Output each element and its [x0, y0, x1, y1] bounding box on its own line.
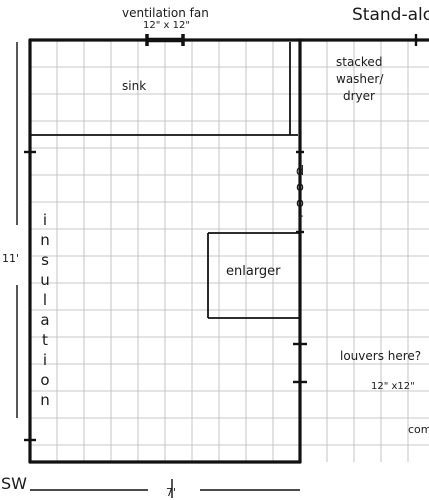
label-letter: r — [297, 212, 303, 227]
ventilation-fan-opening — [145, 34, 185, 46]
graph-paper-grid — [29, 39, 429, 462]
label-letter: l — [43, 291, 47, 309]
label-letter: u — [40, 271, 50, 289]
height-dimension-label: 11' — [2, 252, 19, 265]
label-letter: d — [296, 164, 304, 179]
fan-size-label: 12" x 12" — [143, 20, 190, 31]
label-letter: n — [40, 391, 50, 409]
sink-counter — [30, 42, 298, 136]
louvers-size-label: 12" x12" — [371, 381, 415, 392]
label-letter: o — [296, 196, 304, 211]
width-dimension-line — [30, 479, 300, 498]
title-label: Stand-alo — [352, 5, 429, 25]
label-letter: n — [40, 231, 50, 249]
partial-label: com — [408, 423, 429, 436]
enlarger-label: enlarger — [226, 264, 281, 279]
width-dimension-label: 7' — [166, 486, 176, 499]
corner-label: SW — [1, 474, 27, 493]
enlarger-table — [207, 232, 300, 319]
walls — [28, 38, 429, 464]
wall-ticks — [24, 34, 418, 442]
label-letter: t — [42, 331, 48, 349]
louver-marks — [293, 342, 307, 384]
fan-label: ventilation fan — [122, 6, 209, 20]
louvers-label: louvers here? — [340, 349, 421, 363]
washer-label-line2: washer/ — [336, 72, 384, 86]
label-letter: o — [40, 371, 49, 389]
washer-label-line3: dryer — [343, 89, 375, 103]
label-letter: o — [296, 180, 304, 195]
sink-label: sink — [122, 79, 146, 93]
label-letter: s — [41, 251, 49, 269]
washer-label-line1: stacked — [336, 55, 382, 69]
label-letter: i — [43, 211, 47, 229]
label-letter: a — [40, 311, 49, 329]
label-letter: i — [43, 351, 47, 369]
